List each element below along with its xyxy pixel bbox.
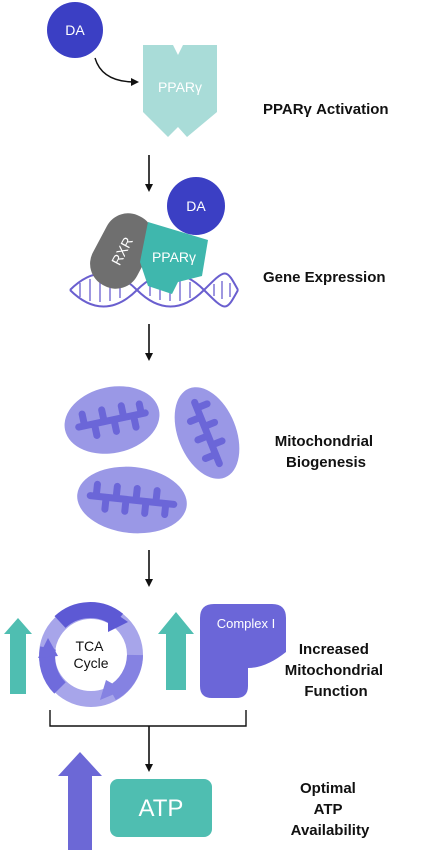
- step-label-gene-expression: Gene Expression: [263, 269, 386, 286]
- ppar-receptor-top-label: PPARγ: [158, 79, 202, 95]
- binding-arrow: [94, 57, 139, 86]
- step-label-increased-function: Increased Mitochondrial Function: [285, 641, 388, 700]
- complex-i-label: Complex I: [217, 616, 276, 631]
- mitochondrion-2: [174, 387, 240, 479]
- step-label-ppar-activation: PPARγ Activation: [263, 101, 389, 118]
- ppar-receptor-top: [143, 45, 217, 137]
- da-ligand-middle: [167, 177, 225, 235]
- complex-i: [200, 604, 286, 698]
- tca-cycle-label: TCA Cycle: [73, 638, 108, 671]
- step1-group: DA PPARγ PPARγ Activation: [47, 2, 389, 137]
- rxr-receptor: [90, 213, 154, 289]
- step3-group: Mitochondrial Biogenesis: [64, 386, 378, 534]
- step4-group: TCA Cycle Complex I Increased Mitochondr…: [4, 602, 388, 707]
- bracket: [49, 710, 247, 727]
- tca-cycle: TCA Cycle: [38, 602, 143, 707]
- da-ligand-top-label: DA: [65, 22, 85, 38]
- mitochondrion-3: [77, 466, 187, 534]
- up-arrow-teal-left: [4, 618, 32, 694]
- step5-group: ATP Optimal ATP Availability: [58, 752, 370, 850]
- ppar-receptor-middle-label: PPARγ: [152, 249, 196, 265]
- step-label-mitochondrial-biogenesis: Mitochondrial Biogenesis: [275, 433, 378, 471]
- step-label-optimal-atp: Optimal ATP Availability: [291, 780, 370, 839]
- ppar-receptor-middle: [140, 222, 208, 294]
- atp-box: [110, 779, 212, 837]
- up-arrow-purple: [58, 752, 102, 850]
- da-ligand-top: [47, 2, 103, 58]
- step2-group: RXR PPARγ DA Gene Expression: [69, 177, 386, 308]
- up-arrow-teal-right: [158, 612, 194, 690]
- atp-label: ATP: [139, 795, 184, 822]
- da-ligand-middle-label: DA: [186, 198, 206, 214]
- mitochondrion-1: [64, 386, 160, 454]
